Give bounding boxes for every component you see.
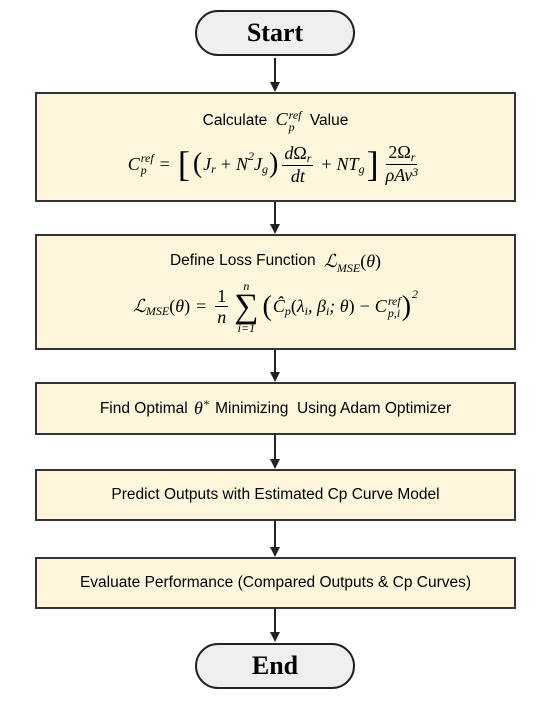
theta-star-symbol: θ*	[194, 397, 209, 418]
start-terminal: Start	[195, 10, 355, 56]
step-predict-outputs: Predict Outputs with Estimated Cp Curve …	[35, 469, 516, 521]
step-evaluate-performance: Evaluate Performance (Compared Outputs &…	[35, 557, 516, 609]
end-terminal: End	[195, 643, 355, 689]
step4-label: Predict Outputs with Estimated Cp Curve …	[111, 486, 440, 503]
end-label: End	[251, 651, 299, 680]
step2-title: Define Loss Function ℒMSE(θ)	[169, 250, 382, 275]
step-find-optimal-theta: Find Optimal θ* Minimizing Using Adam Op…	[35, 382, 516, 435]
start-label: Start	[246, 18, 304, 47]
loss-symbol: ℒMSE(θ)	[323, 250, 382, 275]
step5-label: Evaluate Performance (Compared Outputs &…	[79, 574, 472, 591]
